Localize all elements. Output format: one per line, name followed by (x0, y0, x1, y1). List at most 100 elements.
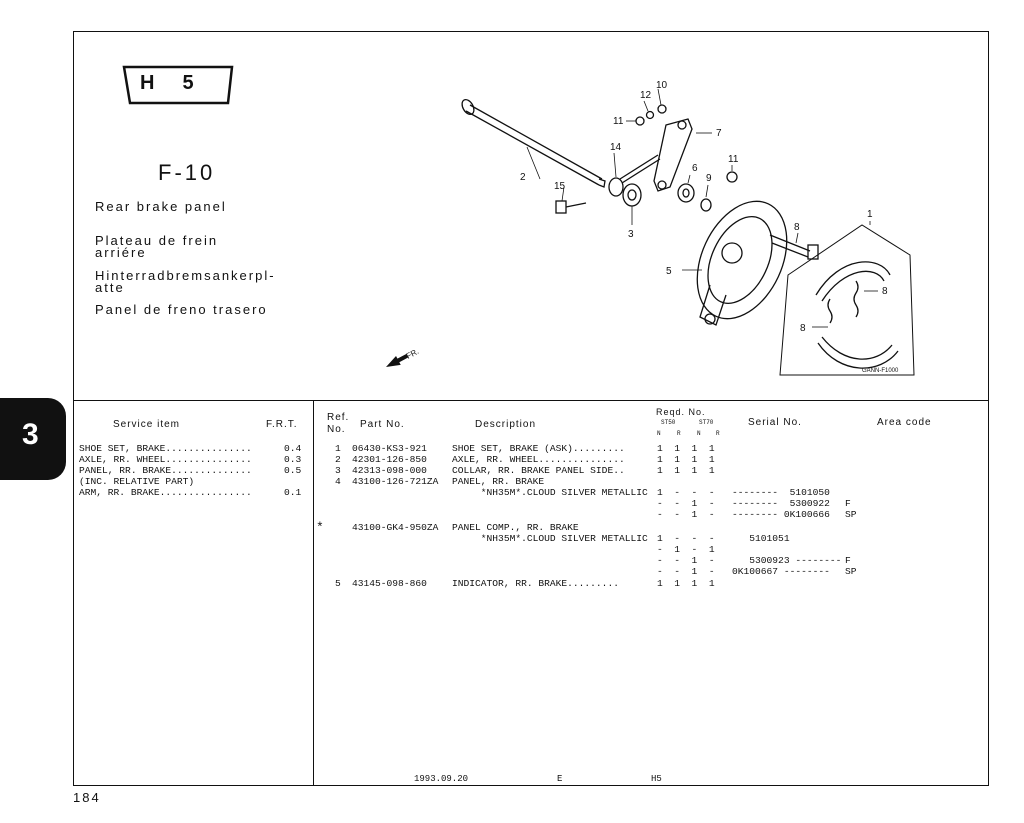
part-qty: 1 - - - (657, 533, 715, 544)
front-arrow-icon (386, 353, 409, 367)
part-desc: PANEL COMP., RR. BRAKE (452, 522, 579, 533)
service-item-name: PANEL, RR. BRAKE.............. (79, 465, 252, 476)
part-part: 06430-KS3-921 (352, 443, 427, 454)
page-number: 184 (73, 790, 101, 805)
part-ref: 4 (335, 476, 341, 487)
part-area: F (845, 555, 851, 566)
service-item-name: AXLE, RR. WHEEL............... (79, 454, 252, 465)
part-ref: 2 (335, 454, 341, 465)
part-qty: - - 1 - (657, 566, 715, 577)
header-serial-no: Serial No. (748, 417, 802, 428)
header-sub-col: R (716, 430, 720, 437)
header-reqd-no: Reqd. No. (656, 407, 706, 417)
group-badge-text: H5 (140, 72, 222, 94)
part-area: F (845, 498, 851, 509)
header-ref-no-2: No. (327, 424, 346, 435)
title-french-1: Plateau de frein (95, 233, 219, 248)
part-desc: PANEL, RR. BRAKE (452, 476, 545, 487)
section-number: 3 (22, 418, 39, 451)
footer-group: H5 (651, 774, 662, 784)
part-serial: -------- 0K100666 (732, 509, 830, 520)
title-german-1: Hinterradbremsankerpl- (95, 268, 276, 283)
diagram-code: GANN-F1000 (862, 368, 899, 374)
header-area-code: Area code (877, 417, 932, 428)
part-desc: *NH35M*.CLOUD SILVER METALLIC (452, 487, 648, 498)
service-item-name: SHOE SET, BRAKE............... (79, 443, 252, 454)
callout-8b: 8 (800, 323, 806, 334)
part-qty: - - 1 - (657, 509, 715, 520)
title-german-2: atte (95, 280, 125, 295)
part-qty: 1 1 1 1 (657, 465, 715, 476)
column-divider (313, 400, 314, 786)
service-item-name: ARM, RR. BRAKE................ (79, 487, 252, 498)
callout-6: 7 (716, 128, 722, 139)
exploded-diagram: 2 3 14 15 12 10 11 7 6 9 11 5 8 1 8 8 FR… (386, 80, 915, 376)
callout-1: 1 (867, 209, 873, 220)
service-item-name: (INC. RELATIVE PART) (79, 476, 195, 487)
header-model-b: ST70 (699, 419, 714, 426)
section-divider (73, 400, 989, 401)
footer-edition: E (557, 774, 563, 784)
part-serial: 0K100667 -------- (732, 566, 830, 577)
header-sub-col: N (697, 430, 701, 437)
callout-12: 11 (613, 116, 624, 127)
part-mark: * (316, 520, 324, 535)
footer-date: 1993.09.20 (414, 774, 469, 784)
part-desc: *NH35M*.CLOUD SILVER METALLIC (452, 533, 648, 544)
group-badge (122, 65, 234, 105)
part-desc: INDICATOR, RR. BRAKE......... (452, 578, 619, 589)
part-part: 42313-098-000 (352, 465, 427, 476)
part-area: SP (845, 566, 857, 577)
part-desc: COLLAR, RR. BRAKE PANEL SIDE.. (452, 465, 625, 476)
part-qty: - - 1 - (657, 498, 715, 509)
header-service-item: Service item (113, 419, 181, 430)
part-serial: 5101051 (732, 533, 790, 544)
part-desc: AXLE, RR. WHEEL............... (452, 454, 625, 465)
service-item-frt: 0.4 (284, 443, 302, 454)
service-item-frt: 0.3 (284, 454, 302, 465)
part-serial: 5300923 -------- (732, 555, 842, 566)
service-item-frt: 0.1 (284, 487, 302, 498)
callout-14: 14 (610, 142, 622, 153)
part-qty: 1 - - - (657, 487, 715, 498)
part-qty: 1 1 1 1 (657, 443, 715, 454)
header-sub-col: R (677, 430, 681, 437)
callout-2: 2 (520, 172, 526, 183)
part-qty: 1 1 1 1 (657, 454, 715, 465)
service-item-frt: 0.5 (284, 465, 302, 476)
callout-11: 11 (728, 154, 739, 165)
part-part: 43100-GK4-950ZA (352, 522, 439, 533)
header-frt: F.R.T. (266, 419, 298, 430)
part-part: 42301-126-850 (352, 454, 427, 465)
page-frame (73, 31, 989, 786)
callout-8a: 8 (882, 286, 888, 297)
title-english: Rear brake panel (95, 199, 227, 214)
part-serial: -------- 5101050 (732, 487, 830, 498)
header-model-a: ST50 (661, 419, 676, 426)
title-spanish: Panel de freno trasero (95, 302, 268, 317)
part-qty: - - 1 - (657, 555, 715, 566)
part-desc: SHOE SET, BRAKE (ASK)......... (452, 443, 625, 454)
header-sub-col: N (657, 430, 661, 437)
part-qty: - 1 - 1 (657, 544, 715, 555)
callout-4: 5 (666, 266, 672, 277)
part-ref: 3 (335, 465, 341, 476)
figure-number: F-10 (158, 160, 216, 185)
callout-9: 9 (706, 173, 712, 184)
header-description: Description (475, 419, 537, 430)
callout-15: 15 (554, 181, 566, 192)
section-tab (0, 398, 66, 480)
part-part: 43100-126-721ZA (352, 476, 439, 487)
part-part: 43145-098-860 (352, 578, 427, 589)
callout-13: 12 (640, 90, 652, 101)
part-serial: -------- 5300922 (732, 498, 830, 509)
header-part-no: Part No. (360, 419, 405, 430)
part-area: SP (845, 509, 857, 520)
title-french-2: arriére (95, 245, 147, 260)
part-ref: 5 (335, 578, 341, 589)
callout-7: 8 (794, 222, 800, 233)
header-ref-no-1: Ref. (327, 412, 350, 423)
part-ref: 1 (335, 443, 341, 454)
front-label: FR. (405, 347, 421, 361)
callout-10: 10 (656, 80, 668, 91)
